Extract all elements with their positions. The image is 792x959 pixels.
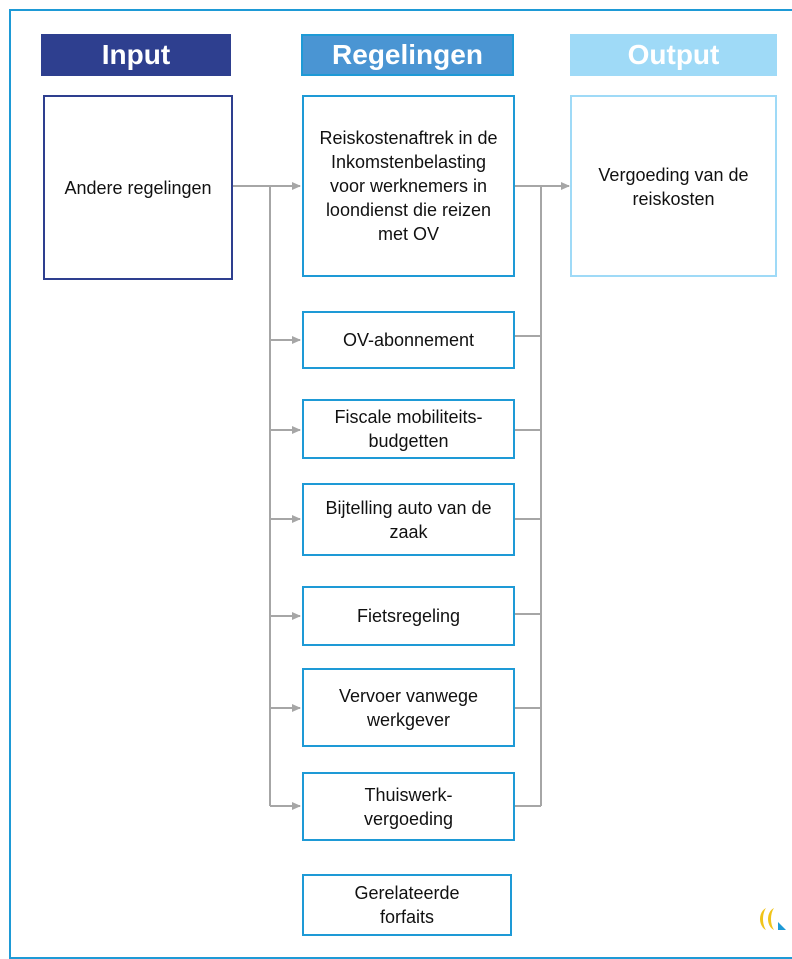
gerelateerde-forfaits-label: Gerelateerde forfaits	[354, 883, 460, 927]
regeling-vervoer-vanwege-werkgever: Vervoer vanwege werkgever	[302, 668, 515, 747]
regeling-ov-abonnement: OV-abonnement	[302, 311, 515, 369]
input-box-andere-regelingen: Andere regelingen	[43, 95, 233, 280]
output-header: Output	[570, 34, 777, 76]
regeling-label: OV-abonnement	[342, 330, 475, 350]
regeling-label: Vervoer vanwege werkgever	[338, 685, 479, 730]
regeling-label: Reiskostenaftrek in de Inkomstenbelastin…	[319, 128, 498, 244]
regeling-label: Bijtelling auto van de zaak	[325, 497, 492, 542]
regeling-fietsregeling: Fietsregeling	[302, 586, 515, 646]
input-header: Input	[41, 34, 231, 76]
brand-logo-icon	[760, 908, 786, 930]
regeling-label: Thuiswerk-vergoeding	[363, 784, 454, 829]
regeling-label: Fietsregeling	[356, 606, 461, 626]
regeling-reiskostenaftrek: Reiskostenaftrek in de Inkomstenbelastin…	[302, 95, 515, 277]
output-box-label: Vergoeding van de reiskosten	[598, 165, 749, 209]
regeling-fiscale-mobiliteitsbudgetten: Fiscale mobiliteits-budgetten	[302, 399, 515, 459]
regelingen-header: Regelingen	[301, 34, 514, 76]
output-box-vergoeding: Vergoeding van de reiskosten	[570, 95, 777, 277]
input-box-label: Andere regelingen	[64, 177, 212, 198]
regeling-thuiswerkvergoeding: Thuiswerk-vergoeding	[302, 772, 515, 841]
gerelateerde-forfaits-box: Gerelateerde forfaits	[302, 874, 512, 936]
regeling-label: Fiscale mobiliteits-budgetten	[334, 407, 483, 451]
regeling-bijtelling-auto: Bijtelling auto van de zaak	[302, 483, 515, 556]
